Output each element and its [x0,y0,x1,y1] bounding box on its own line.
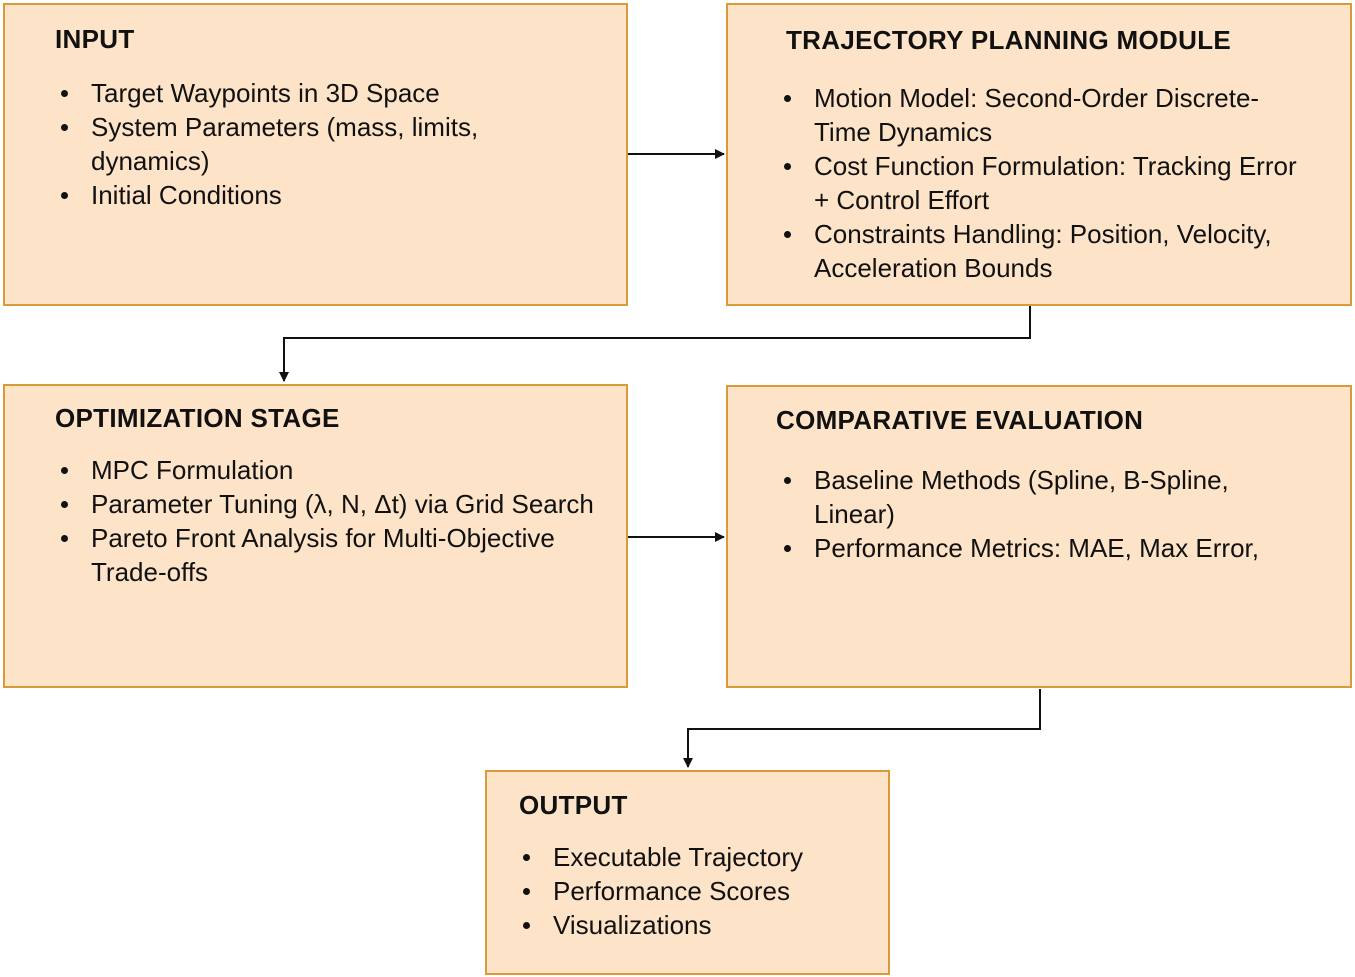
list-item: Baseline Methods (Spline, B-Spline, Line… [780,463,1300,531]
list-item: Parameter Tuning (λ, N, Δt) via Grid Sea… [57,487,597,521]
comparative-evaluation-box: COMPARATIVE EVALUATION Baseline Methods … [726,385,1352,688]
arrow-trajectory-to-optimization [279,288,1031,382]
list-item: Executable Trajectory [519,840,859,874]
arrow-comparative-to-output [683,689,1041,768]
trajectory-planning-box-title: TRAJECTORY PLANNING MODULE [786,25,1232,55]
comparative-evaluation-box-list: Baseline Methods (Spline, B-Spline, Line… [780,463,1300,565]
output-box-list: Executable Trajectory Performance Scores… [519,840,859,942]
list-item: Pareto Front Analysis for Multi-Objectiv… [57,521,597,589]
optimization-stage-box-list: MPC Formulation Parameter Tuning (λ, N, … [57,453,597,589]
trajectory-planning-box-list: Motion Model: Second-Order Discrete-Time… [780,81,1310,285]
input-box: INPUT Target Waypoints in 3D Space Syste… [3,3,628,306]
list-item: Performance Metrics: MAE, Max Error, [780,531,1300,565]
input-box-list: Target Waypoints in 3D Space System Para… [57,76,537,212]
list-item: Cost Function Formulation: Tracking Erro… [780,149,1310,217]
list-item: Target Waypoints in 3D Space [57,76,537,110]
list-item: Visualizations [519,908,859,942]
list-item: Initial Conditions [57,178,537,212]
optimization-stage-box-title: OPTIMIZATION STAGE [55,403,340,433]
input-box-title: INPUT [55,24,135,54]
list-item: MPC Formulation [57,453,597,487]
list-item: Performance Scores [519,874,859,908]
list-item: Constraints Handling: Position, Velocity… [780,217,1310,285]
output-box: OUTPUT Executable Trajectory Performance… [485,770,890,975]
list-item: System Parameters (mass, limits, dynamic… [57,110,537,178]
trajectory-planning-box: TRAJECTORY PLANNING MODULE Motion Model:… [726,3,1352,306]
output-box-title: OUTPUT [519,790,628,820]
list-item: Motion Model: Second-Order Discrete-Time… [780,81,1310,149]
comparative-evaluation-box-title: COMPARATIVE EVALUATION [776,405,1144,435]
optimization-stage-box: OPTIMIZATION STAGE MPC Formulation Param… [3,384,628,688]
